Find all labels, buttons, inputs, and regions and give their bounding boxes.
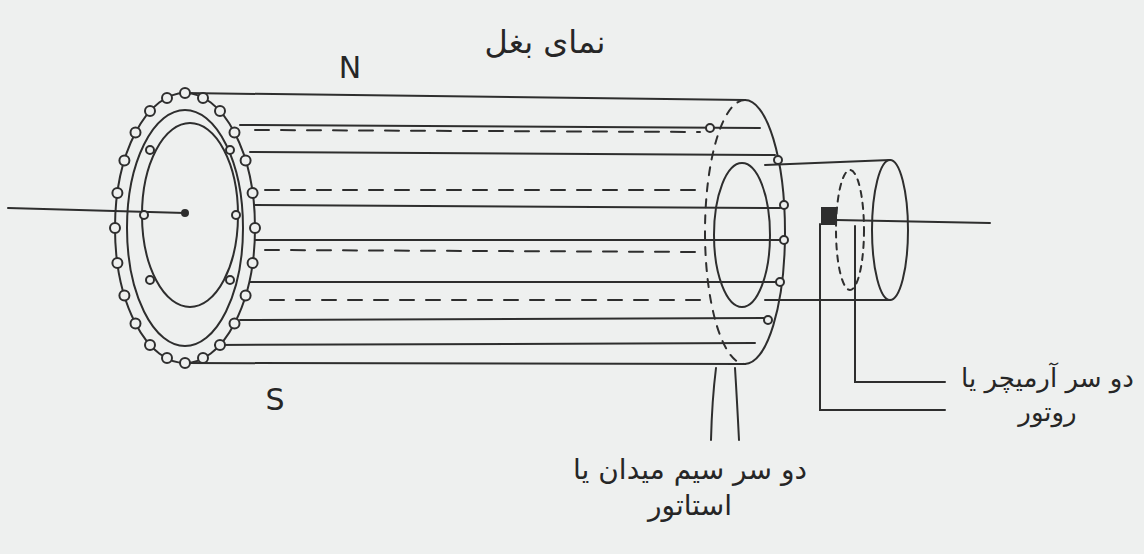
rotor-face: [142, 123, 238, 307]
commutator: [765, 299, 890, 301]
stator-lead: [711, 368, 716, 440]
end-ring: [115, 93, 255, 363]
shaft: [836, 220, 990, 223]
end-ring-inner: [127, 110, 243, 346]
commutator-hidden: [836, 170, 864, 290]
hidden-lines: [255, 130, 705, 300]
brush: [822, 208, 836, 224]
part-label: دو سر سیم میدان یا استاتور: [560, 452, 820, 525]
rotor-lead: [855, 226, 945, 382]
rotor-lead: [820, 224, 945, 410]
part-label: دو سر آرمیچر یا روتور: [960, 362, 1135, 430]
commutator-end: [872, 160, 908, 300]
shaft: [8, 208, 185, 213]
cylinder-edge: [185, 93, 745, 100]
end-ring: [745, 100, 785, 364]
view-title: نمای بغل: [470, 22, 620, 64]
end-face: [714, 163, 770, 307]
part-label: N: [330, 48, 370, 87]
end-ring-hidden: [705, 100, 745, 364]
commutator: [765, 160, 890, 165]
conductor-dots: [110, 88, 788, 368]
part-label: S: [255, 380, 295, 419]
winding-lines: [215, 125, 780, 345]
cylinder-edge: [185, 363, 745, 364]
shaft-end: [182, 210, 188, 216]
stator-lead: [735, 368, 739, 440]
